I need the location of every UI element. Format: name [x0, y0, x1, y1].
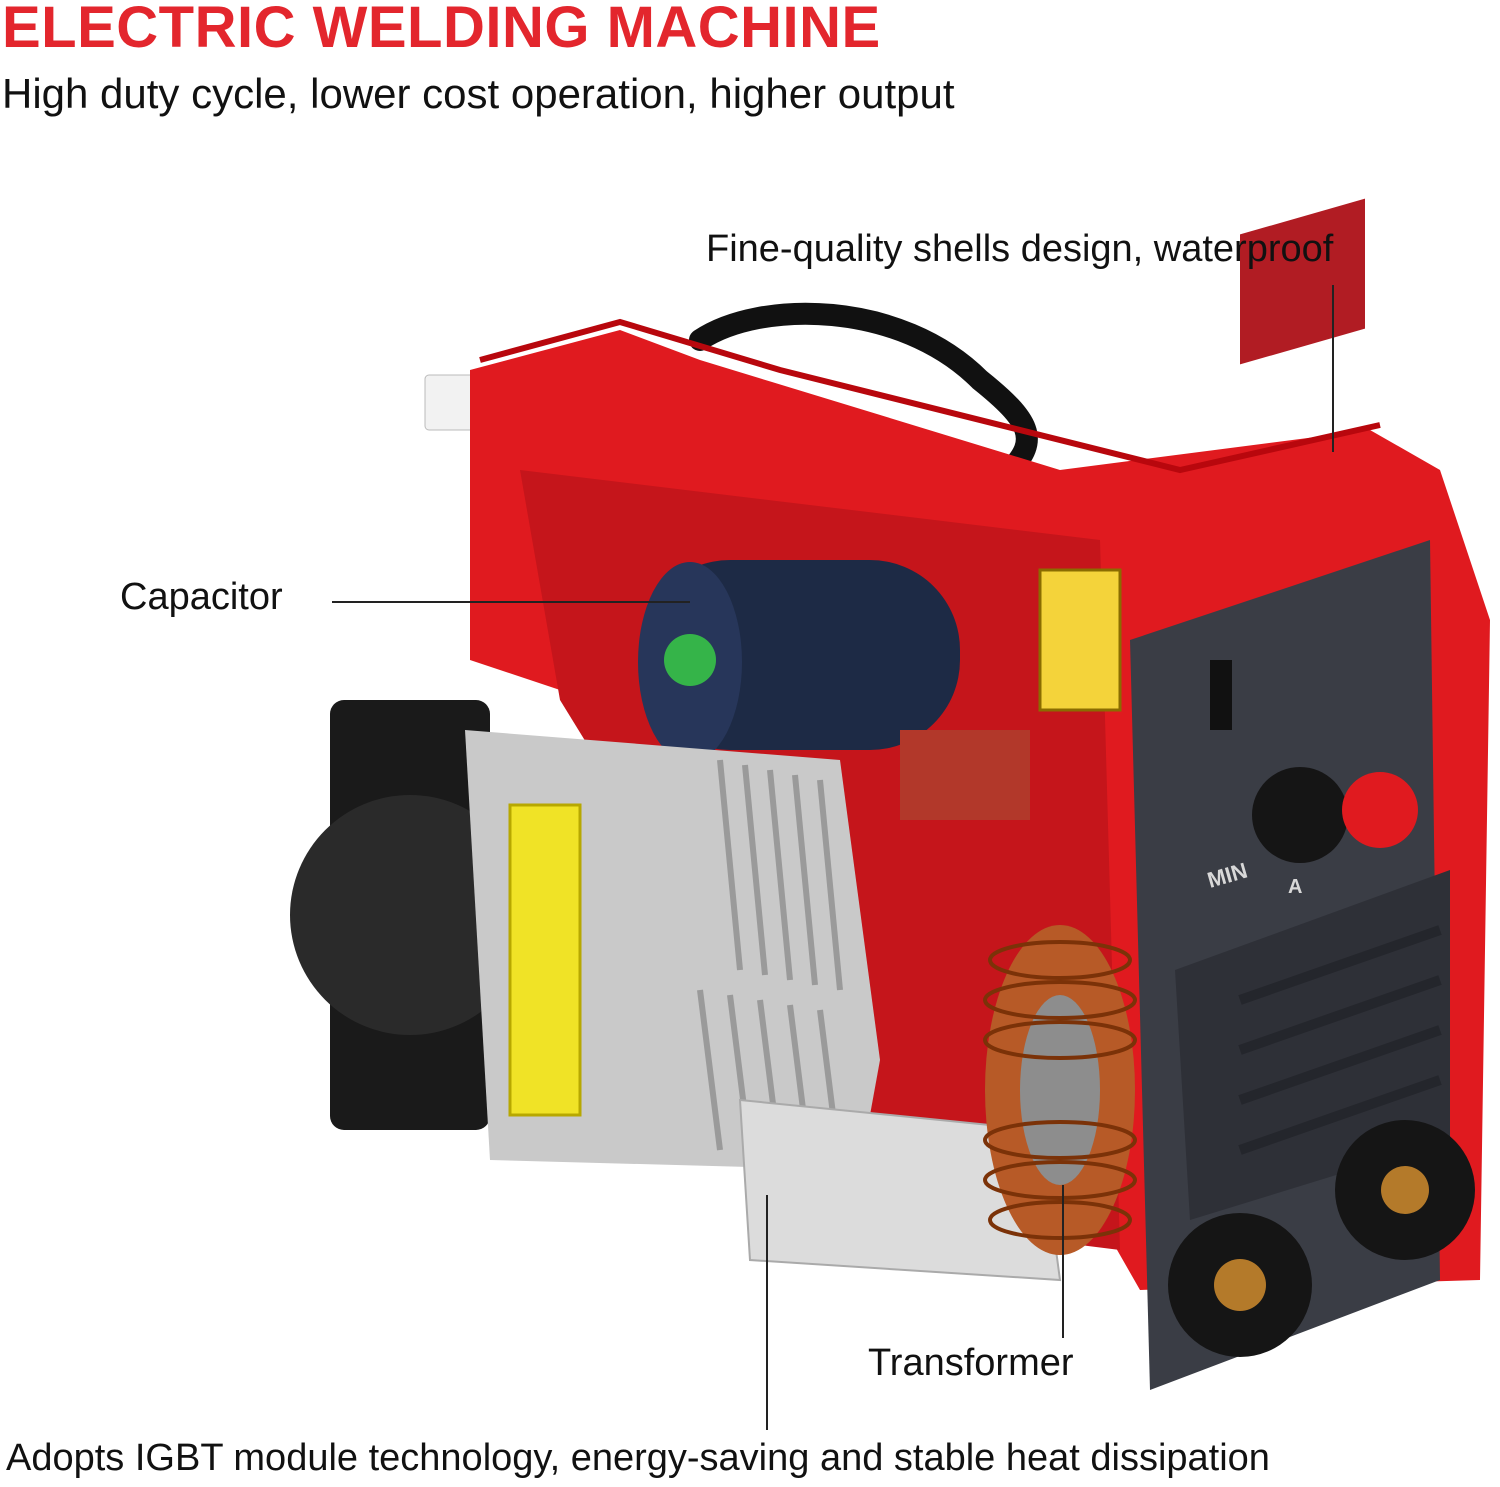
output-terminal-right — [1335, 1120, 1475, 1260]
heatsink — [465, 730, 1062, 1282]
cooling-fan — [290, 700, 530, 1130]
amperage-knob — [1252, 767, 1348, 863]
callout-igbt: Adopts IGBT module technology, energy-sa… — [6, 1437, 1270, 1479]
capacitor-component — [638, 560, 960, 762]
page-subtitle: High duty cycle, lower cost operation, h… — [2, 70, 955, 117]
shell-top-ridge — [479, 318, 1381, 474]
output-terminal-left — [1168, 1213, 1312, 1357]
toroid-transformer — [983, 925, 1137, 1255]
callout-shell: Fine-quality shells design, waterproof — [706, 228, 1334, 270]
small-transformer — [1038, 568, 1122, 712]
power-cable — [689, 302, 1038, 481]
page-title: ELECTRIC WELDING MACHINE — [2, 0, 881, 60]
front-control-panel: MIN A — [1130, 198, 1475, 1390]
knob-cap — [1342, 772, 1418, 848]
film-capacitors — [900, 730, 1030, 820]
usb-port — [1210, 660, 1232, 730]
callout-capacitor: Capacitor — [120, 576, 283, 618]
display-screen — [1240, 198, 1365, 365]
callout-transformer: Transformer — [868, 1342, 1074, 1384]
amp-label: A — [1288, 876, 1302, 898]
